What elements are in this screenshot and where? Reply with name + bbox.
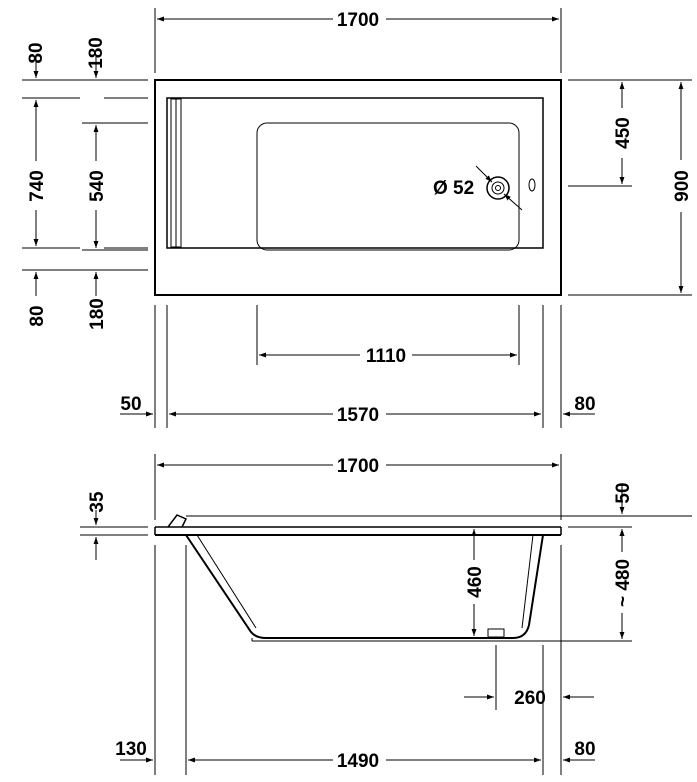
dim-rim-left: 50 [120,394,141,415]
side-drain-icon [487,628,505,638]
dim-rim-right: 80 [574,394,595,415]
top-view: Ø 52 1700 900 450 80 180 [22,8,693,428]
tub-outer-outline [154,79,562,296]
dim-basin-width: 540 [87,170,108,202]
side-view: 1700 35 50 ~ 480 460 260 1490 [80,454,692,775]
dim-slope-offset: 130 [115,739,147,760]
dim-rim-bottom-inner: 80 [27,305,48,326]
dim-rim-offset: 50 [613,482,634,503]
overflow-icon [528,178,536,192]
headrest-detail [167,514,188,528]
dim-inner-width: 740 [27,170,48,202]
dim-total-width: 900 [672,170,693,202]
tub-body-outline [185,534,544,639]
dim-total-height: ~ 480 [613,559,634,607]
drain-icon [475,165,523,211]
dim-basin-depth: 460 [465,566,486,598]
dim-rim-top-basin: 180 [86,37,107,69]
dim-drain-distance: 260 [514,688,546,709]
dim-end-offset: 80 [574,739,595,760]
dim-rim-bottom-basin: 180 [87,298,108,330]
dim-total-length-top: 1700 [337,10,379,31]
dim-total-length-side: 1700 [337,456,379,477]
dim-rim-top-inner: 80 [26,42,47,63]
dim-bottom-length: 1490 [337,751,379,772]
dim-inner-length: 1570 [337,405,379,426]
dim-rim-thickness: 35 [87,491,108,513]
drain-diameter-label: Ø 52 [433,178,474,199]
tub-inner-outline [166,97,544,249]
basin-floor-outline [256,122,520,251]
dim-basin-length: 1110 [366,346,406,367]
dim-drain-offset: 450 [613,117,634,149]
